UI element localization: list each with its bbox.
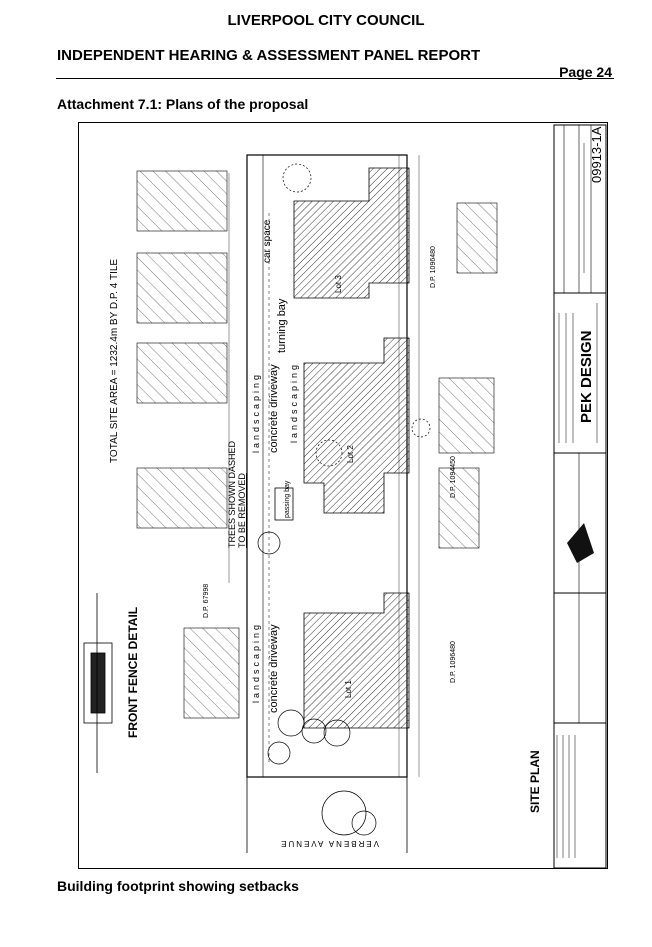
figure-caption: Building footprint showing setbacks: [57, 878, 299, 894]
turning-bay-label: turning bay: [276, 298, 288, 353]
lot-1-label: Lot 1: [344, 680, 353, 698]
dp-top-label: D.P. 1096480: [430, 246, 437, 288]
page-number: Page 24: [559, 64, 612, 80]
driveway-label-2: concrete driveway: [268, 624, 280, 713]
site-plan-drawing: 09913-1A PEK DESIGN: [78, 122, 608, 869]
driveway-label-1: concrete driveway: [268, 364, 280, 453]
trees-note-line-1: TREES SHOWN DASHED: [227, 440, 237, 548]
trees-note-line-2: TO BE REMOVED: [237, 473, 247, 548]
title-block: 09913-1A PEK DESIGN: [553, 124, 607, 868]
lot-1-building: [303, 592, 410, 729]
neighbour-buildings-right: [438, 202, 498, 549]
front-fence-detail-label: FRONT FENCE DETAIL: [126, 607, 140, 738]
neighbour-buildings-left: [136, 170, 240, 719]
dp-bottom-label: D.P. 1096480: [450, 641, 457, 683]
dp-middle-label: D.P. 1094450: [450, 456, 457, 498]
landscaping-label-2: landscaping: [289, 362, 299, 443]
driveway: [268, 213, 294, 763]
lot-2-building: [303, 337, 410, 514]
car-space-label: car space: [262, 219, 273, 263]
dp-left-label: D.P. 67998: [203, 584, 210, 618]
report-title: INDEPENDENT HEARING & ASSESSMENT PANEL R…: [57, 47, 481, 64]
site-area-label: TOTAL SITE AREA = 1232.4m BY D.P. 4 TILE: [109, 259, 120, 463]
passing-bay-box: [274, 487, 294, 521]
buildings: [293, 167, 410, 729]
lot-2-label: Lot 2: [346, 445, 355, 463]
street-label: VERBENA AVENUE: [279, 839, 379, 848]
passing-bay-label: passing bay: [284, 480, 291, 518]
lot-3-label: Lot 3: [334, 275, 343, 293]
fence-detail: [83, 593, 113, 773]
site-plan-label: SITE PLAN: [528, 750, 542, 813]
lot-3-building: [293, 167, 410, 299]
council-name: LIVERPOOL CITY COUNCIL: [227, 12, 425, 29]
attachment-title: Attachment 7.1: Plans of the proposal: [57, 96, 309, 112]
dimension-lines: [228, 155, 420, 777]
header-divider: [56, 78, 614, 79]
landscaping-label-1: landscaping: [251, 372, 261, 453]
landscaping-label-3: landscaping: [251, 622, 261, 703]
firm-logo: [567, 523, 594, 563]
firm-name: PEK DESIGN: [578, 330, 595, 423]
trees: [257, 163, 431, 836]
drawing-number: 09913-1A: [589, 126, 604, 183]
